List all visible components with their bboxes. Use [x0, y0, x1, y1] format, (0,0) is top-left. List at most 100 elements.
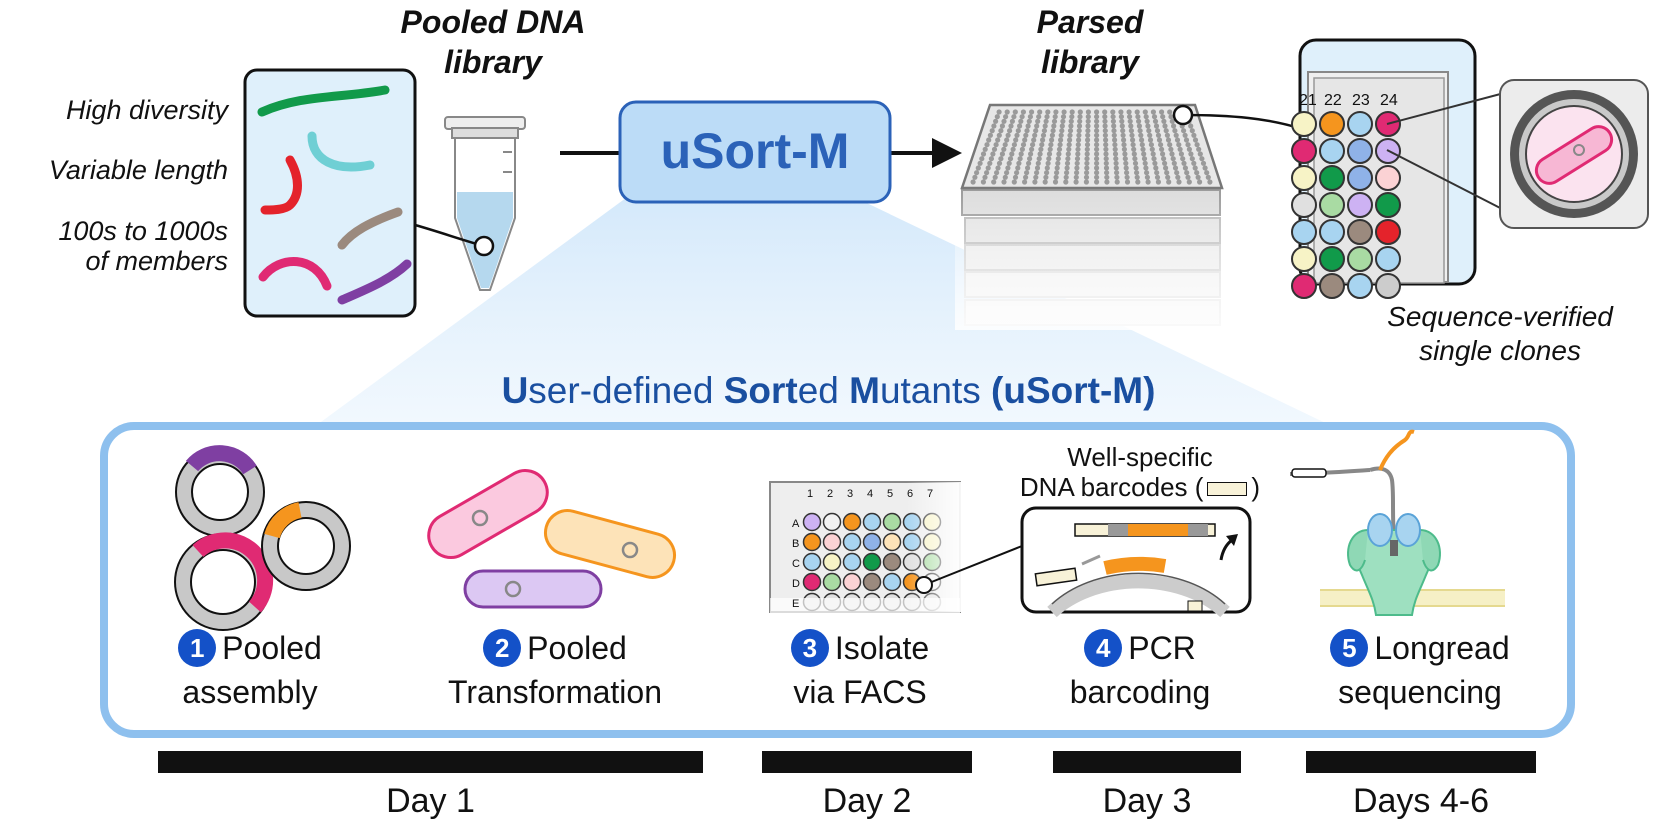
- plate-well: [1044, 165, 1050, 171]
- plate-well: [1178, 151, 1184, 157]
- plate-well: [1022, 179, 1028, 185]
- pooled-library-box: [243, 68, 417, 318]
- plate-well: [995, 137, 1001, 143]
- plate-well: [1038, 146, 1044, 152]
- parsed-library-title: Parsed library: [1036, 4, 1144, 80]
- plate-well: [1040, 137, 1046, 143]
- plate-well: [1057, 142, 1063, 148]
- plate-well: [1094, 151, 1100, 157]
- plate-well: [1185, 142, 1191, 148]
- plate-well: [1066, 142, 1072, 148]
- zoom-well: [1291, 138, 1317, 164]
- plate-well: [1169, 151, 1175, 157]
- plate-well: [1192, 165, 1198, 171]
- plate-well: [1077, 118, 1083, 124]
- plate-well: [1074, 165, 1080, 171]
- bacteria-icons: [427, 469, 677, 609]
- plate-well: [1120, 132, 1126, 138]
- plate-well: [994, 114, 1000, 120]
- facs-plate: [769, 481, 965, 614]
- plate-well: [1110, 118, 1116, 124]
- plate-well: [1161, 156, 1167, 162]
- arrow-right-icon: [932, 138, 962, 168]
- plate-well: [1123, 165, 1129, 171]
- plate-well: [990, 151, 996, 157]
- plate-well: [1163, 128, 1169, 134]
- plate-well: [1052, 179, 1059, 185]
- plate-well: [1192, 137, 1199, 143]
- plate-row-label: C: [792, 558, 800, 570]
- plate-well: [1124, 170, 1130, 176]
- dna-fragment-pink: [258, 257, 332, 291]
- plate-well: [1053, 109, 1059, 115]
- plate-well: [1068, 123, 1074, 129]
- plate-well: [1143, 165, 1149, 171]
- plate-well: [1159, 146, 1165, 152]
- plate-well: [1037, 109, 1043, 115]
- plate-well: [1002, 142, 1008, 148]
- plate-well: [1063, 174, 1069, 180]
- plate-well: [1067, 137, 1073, 143]
- plate-well: [1045, 160, 1051, 166]
- zoom-well: [1375, 165, 1401, 191]
- plate-well: [1103, 151, 1109, 157]
- plate-well: [1207, 179, 1213, 185]
- plate-well: [1011, 179, 1017, 185]
- plate-well: [1111, 132, 1117, 138]
- plate-well: [1102, 118, 1108, 124]
- zoom-col-label: 23: [1352, 92, 1370, 109]
- plate-well: [1085, 114, 1091, 120]
- plate-well: [1007, 128, 1013, 134]
- plate-well: [1194, 170, 1200, 176]
- plate-well: [1045, 109, 1051, 115]
- zoom-well: [1347, 246, 1373, 272]
- plate-well: [1039, 142, 1045, 148]
- plate-well: [995, 165, 1001, 171]
- plate-well: [1015, 128, 1021, 134]
- plate-well: [1160, 151, 1166, 157]
- plate-well: [1033, 174, 1039, 180]
- plate-well: [1153, 165, 1159, 171]
- plate-well: [1195, 174, 1201, 180]
- plate-well: [1164, 132, 1170, 138]
- plate-well: [1140, 146, 1146, 152]
- plate-well: [1083, 174, 1090, 180]
- plate-well: [1188, 123, 1194, 129]
- plate-well: [1067, 132, 1073, 138]
- plate-well: [1094, 123, 1100, 129]
- plate-well: [1172, 165, 1179, 171]
- dna-fragment-red: [260, 155, 302, 215]
- plate-well: [1126, 109, 1132, 115]
- plate-well: [998, 128, 1004, 134]
- plate-well: [1048, 142, 1054, 148]
- plate-well: [986, 137, 992, 143]
- zoom-well: [1291, 111, 1317, 137]
- zoom-well: [1347, 165, 1373, 191]
- plate-well: [1144, 118, 1150, 124]
- plate-well: [1119, 123, 1125, 129]
- zoom-well: [1291, 165, 1317, 191]
- plate-well: [1181, 128, 1187, 134]
- plate-well: [1122, 151, 1128, 157]
- plate-well: [1121, 137, 1127, 143]
- plate-well: [1132, 156, 1138, 162]
- plate-well: [1018, 151, 1024, 157]
- plate-well: [1075, 151, 1081, 157]
- plate-well: [1015, 165, 1021, 171]
- plate-well: [1059, 123, 1065, 129]
- plate-well: [1162, 160, 1168, 166]
- step-1-badge: 1: [178, 629, 217, 667]
- plate-well: [970, 179, 976, 185]
- plate-well: [1160, 114, 1166, 120]
- plate-well: [988, 156, 995, 162]
- plate-well: [984, 170, 990, 176]
- plate-well: [1118, 109, 1124, 115]
- plate-well: [1007, 156, 1014, 162]
- plate-well: [1156, 137, 1163, 143]
- zoom-well: [1347, 192, 1373, 218]
- plate-well: [1177, 146, 1183, 152]
- barcode-construct: [1074, 523, 1216, 537]
- plate-col-label: 5: [887, 488, 894, 500]
